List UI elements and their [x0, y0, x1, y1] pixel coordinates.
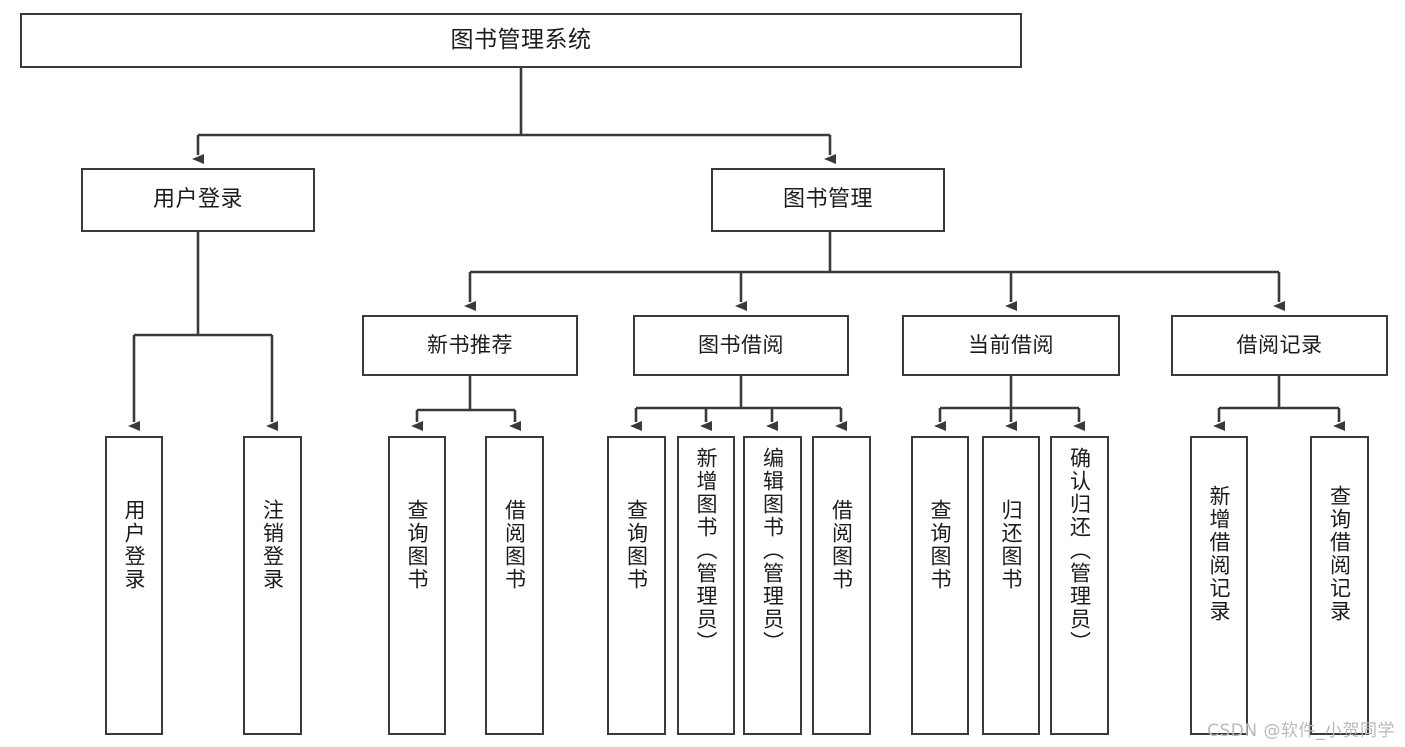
leaf-edit-book-admin[interactable]: 编辑图书（管理员）: [743, 436, 802, 735]
watermark-text: CSDN @软件_小贺同学: [1207, 721, 1395, 741]
node-label: 查询图书: [405, 499, 430, 591]
node-book-borrow[interactable]: 图书借阅: [633, 315, 849, 376]
node-label: 查询图书: [928, 499, 953, 591]
node-label: 新增图书（管理员）: [694, 447, 719, 654]
leaf-add-book-admin[interactable]: 新增图书（管理员）: [677, 436, 735, 735]
node-label: 借阅图书: [829, 499, 854, 591]
leaf-user-logout[interactable]: 注销登录: [243, 436, 302, 735]
node-label: 新增借阅记录: [1207, 485, 1232, 623]
node-label: 归还图书: [999, 499, 1024, 591]
node-label: 图书管理: [782, 187, 873, 213]
node-label: 图书管理系统: [450, 26, 592, 53]
node-label: 编辑图书（管理员）: [760, 447, 785, 654]
leaf-confirm-return-admin[interactable]: 确认归还（管理员）: [1050, 436, 1109, 735]
leaf-add-borrow-record[interactable]: 新增借阅记录: [1190, 436, 1248, 735]
leaf-user-login[interactable]: 用户登录: [105, 436, 163, 735]
node-new-book-recommend[interactable]: 新书推荐: [362, 315, 578, 376]
node-label: 当前借阅: [968, 333, 1054, 358]
leaf-query-borrow-record[interactable]: 查询借阅记录: [1310, 436, 1369, 735]
node-label: 新书推荐: [427, 333, 513, 358]
node-root-system[interactable]: 图书管理系统: [20, 13, 1022, 68]
node-label: 借阅记录: [1236, 333, 1323, 358]
node-label: 确认归还（管理员）: [1067, 447, 1092, 654]
node-user-login[interactable]: 用户登录: [81, 168, 315, 232]
node-label: 用户登录: [152, 187, 243, 213]
node-label: 用户登录: [122, 499, 147, 591]
node-label: 注销登录: [260, 499, 285, 591]
leaf-return-book[interactable]: 归还图书: [982, 436, 1040, 735]
node-borrow-record[interactable]: 借阅记录: [1171, 315, 1388, 376]
node-label: 借阅图书: [502, 499, 527, 591]
leaf-borrow-book-recommend[interactable]: 借阅图书: [485, 436, 544, 735]
leaf-query-book-recommend[interactable]: 查询图书: [388, 436, 446, 735]
node-label: 查询图书: [624, 499, 649, 591]
node-book-management[interactable]: 图书管理: [711, 168, 945, 232]
node-current-borrow[interactable]: 当前借阅: [902, 315, 1120, 376]
node-label: 查询借阅记录: [1327, 485, 1352, 623]
node-label: 图书借阅: [698, 333, 784, 358]
leaf-query-book-current[interactable]: 查询图书: [911, 436, 969, 735]
leaf-borrow-book[interactable]: 借阅图书: [812, 436, 871, 735]
leaf-query-book-borrow[interactable]: 查询图书: [607, 436, 666, 735]
